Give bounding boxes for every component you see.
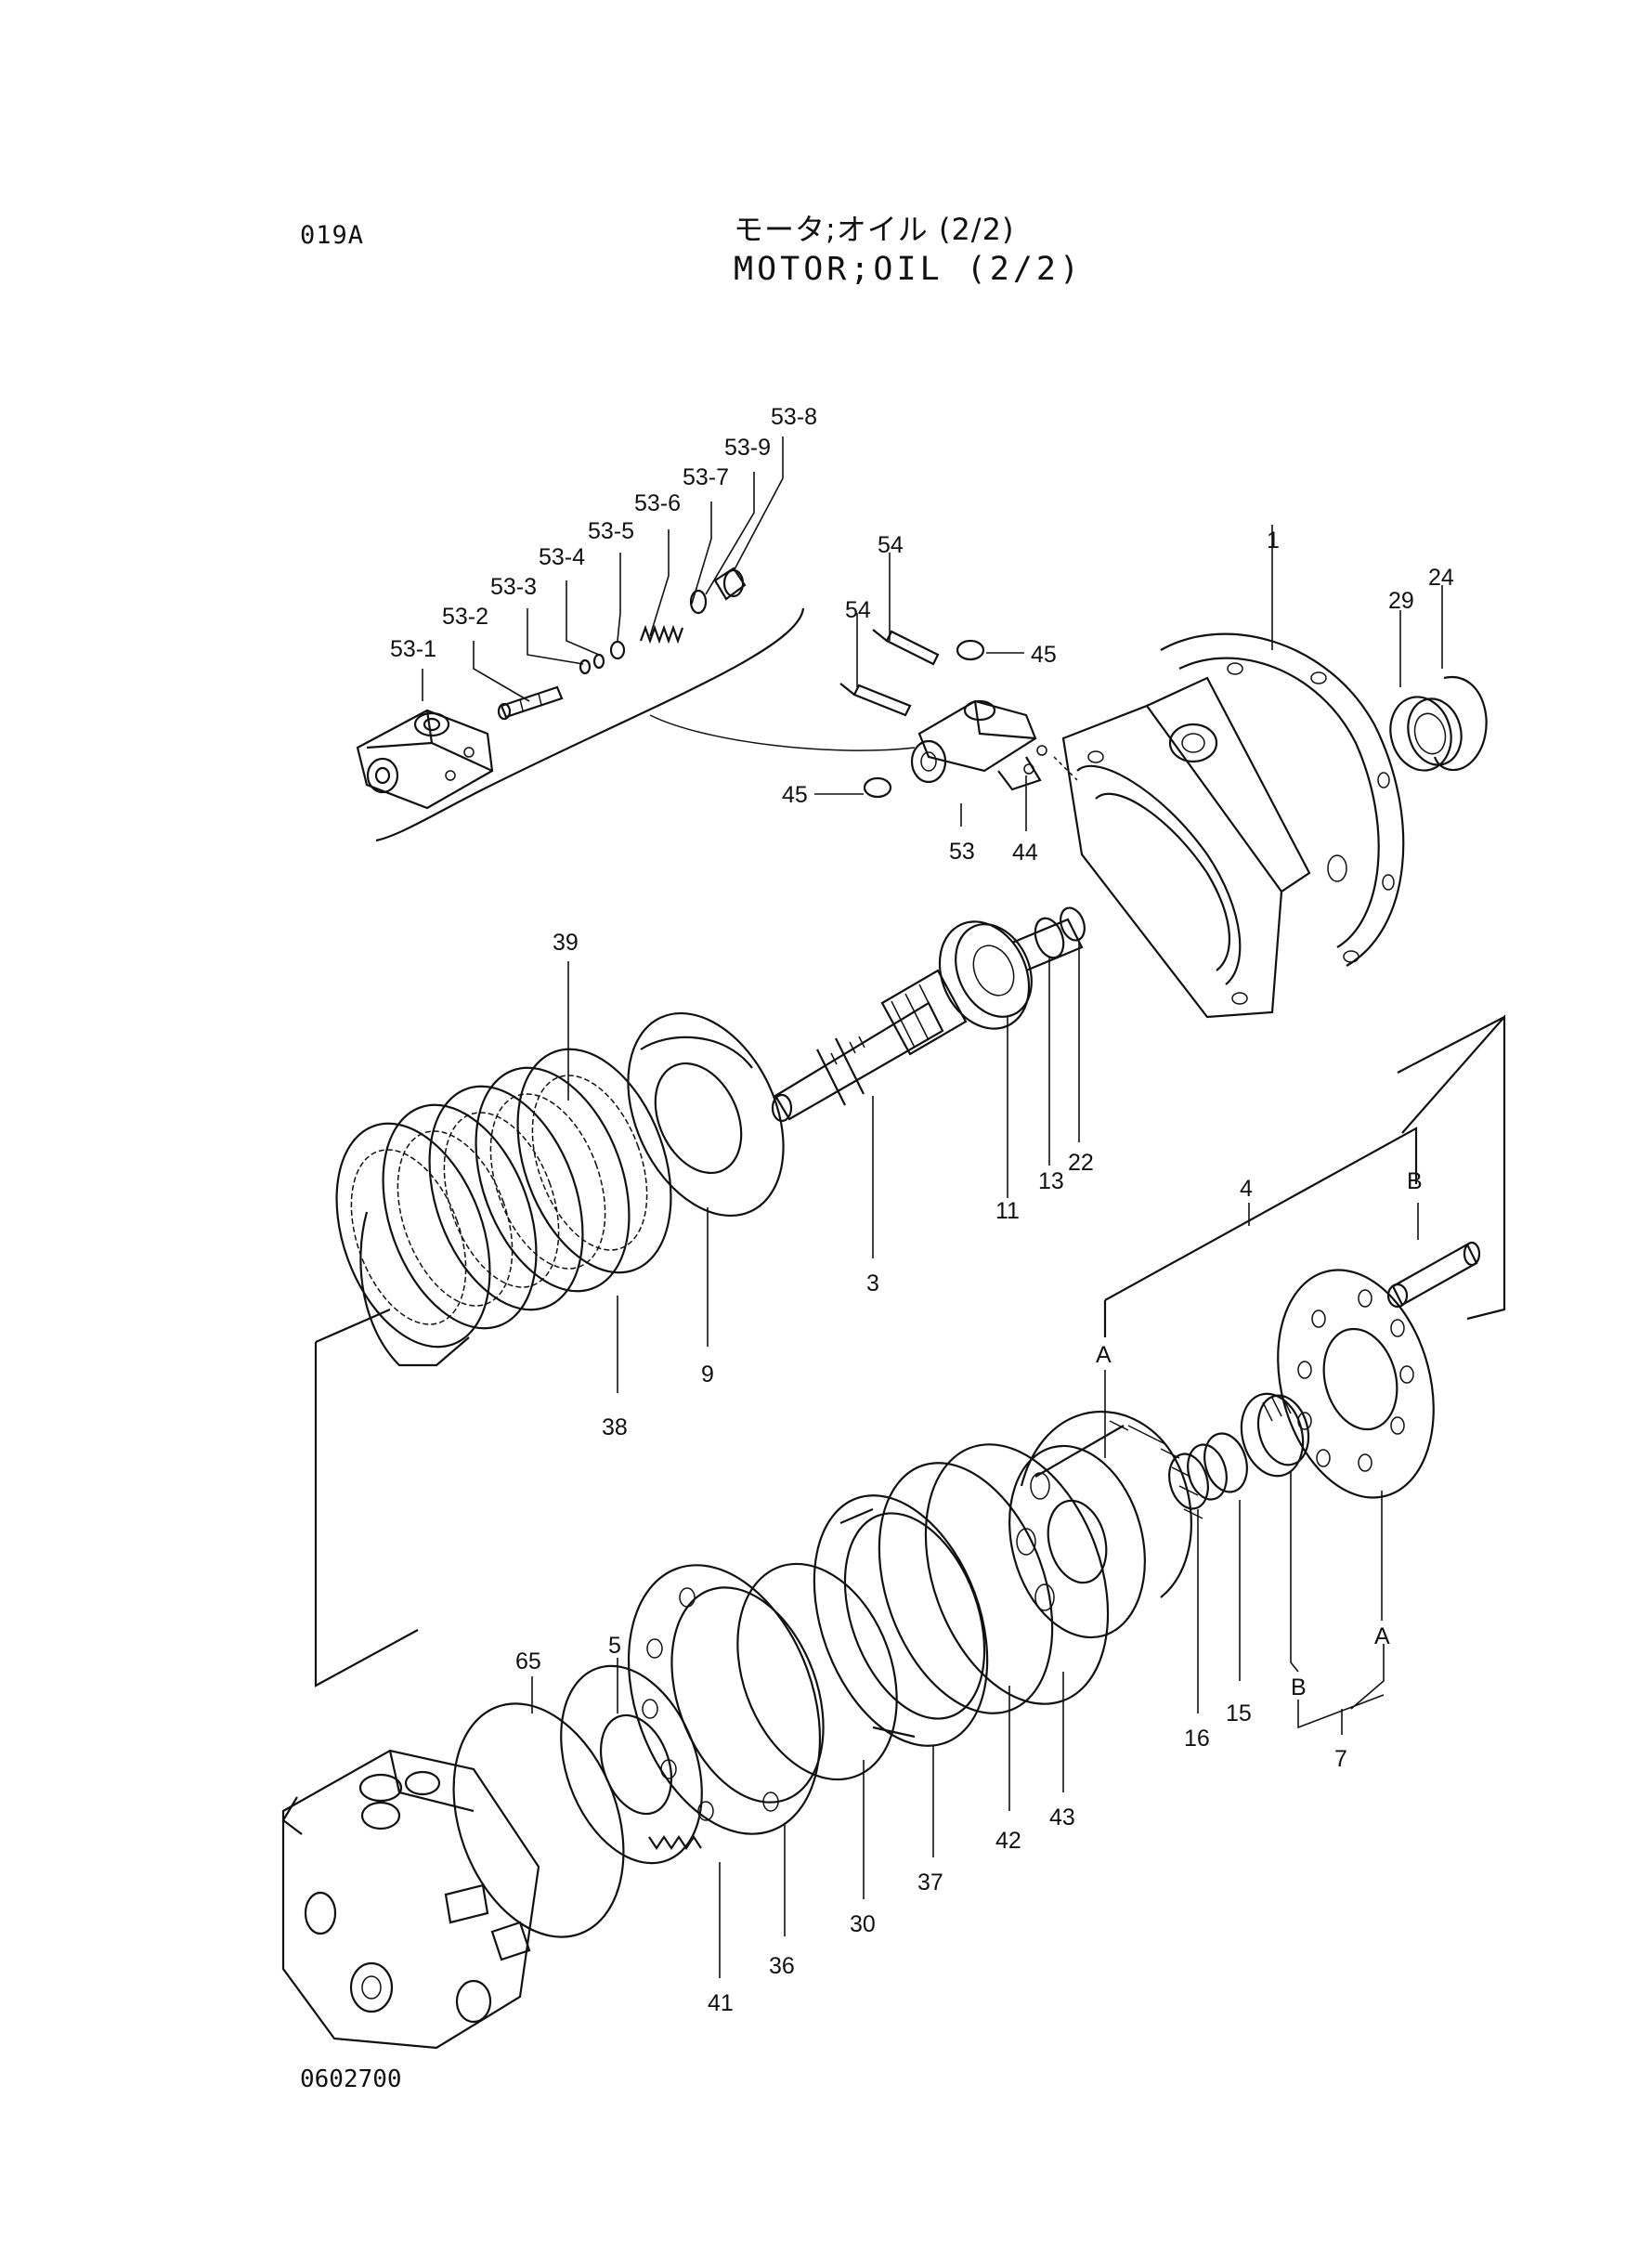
label-38: 38 xyxy=(602,1414,628,1440)
label-A-top: A xyxy=(1096,1342,1112,1368)
label-45-left: 45 xyxy=(782,782,808,808)
valve-plate xyxy=(1277,1269,1435,1710)
label-37: 37 xyxy=(917,1870,943,1896)
label-B-top: B xyxy=(1407,1168,1423,1194)
label-5: 5 xyxy=(608,1633,621,1659)
label-53-7: 53-7 xyxy=(683,464,729,490)
label-36: 36 xyxy=(769,1953,795,1979)
label-53: 53 xyxy=(949,839,975,865)
label-B-lower: B xyxy=(1291,1674,1307,1700)
label-13: 13 xyxy=(1038,1168,1064,1194)
tee-fitting-assembly xyxy=(814,553,1078,831)
page-code: 019A xyxy=(300,221,365,250)
inset-leaders xyxy=(422,436,784,702)
friction-plates-38-39 xyxy=(314,961,672,1687)
label-65: 65 xyxy=(515,1648,541,1674)
label-11: 11 xyxy=(995,1198,1020,1224)
label-1: 1 xyxy=(1267,528,1280,554)
label-53-9: 53-9 xyxy=(724,435,771,461)
group-4-bracket xyxy=(1103,1014,1506,1458)
bearing-29-snapring-24 xyxy=(1389,585,1488,772)
label-A-lower: A xyxy=(1374,1623,1390,1649)
label-24: 24 xyxy=(1428,565,1454,591)
document-number: 0602700 xyxy=(300,2065,402,2093)
rear-cover xyxy=(281,1749,540,2050)
label-53-1: 53-1 xyxy=(390,636,436,662)
label-30: 30 xyxy=(850,1911,876,1937)
label-42: 42 xyxy=(995,1828,1021,1854)
label-16: 16 xyxy=(1184,1726,1210,1752)
o-rings-42-43-30 xyxy=(736,1443,1110,1899)
label-53-6: 53-6 xyxy=(634,490,681,516)
label-39: 39 xyxy=(553,930,579,956)
cylinder-block xyxy=(1008,1410,1203,1639)
label-53-5: 53-5 xyxy=(588,518,634,544)
label-53-2: 53-2 xyxy=(442,604,488,630)
label-3: 3 xyxy=(866,1270,879,1296)
label-9: 9 xyxy=(701,1362,714,1388)
label-4: 4 xyxy=(1240,1176,1253,1202)
valve-detail-inset xyxy=(356,567,916,842)
label-53-4: 53-4 xyxy=(539,544,585,570)
label-41: 41 xyxy=(708,1990,734,2016)
brake-piston-37 xyxy=(813,1494,989,1857)
label-22: 22 xyxy=(1068,1150,1094,1176)
thrust-plate-9 xyxy=(627,1011,785,1347)
title-japanese: モータ;オイル (2/2) xyxy=(734,212,1015,247)
label-44: 44 xyxy=(1012,840,1038,866)
title-english: MOTOR;OIL (2/2) xyxy=(734,251,1084,288)
label-43: 43 xyxy=(1049,1804,1075,1831)
label-29: 29 xyxy=(1388,588,1414,614)
plate-5-oring-65 xyxy=(452,1658,703,1938)
label-54-top: 54 xyxy=(878,532,904,558)
valve-body-53-1 xyxy=(356,709,494,810)
motor-housing-1 xyxy=(1061,525,1405,1019)
label-7: 7 xyxy=(1334,1746,1347,1772)
part-number-labels: 53-8 53-9 53-7 53-6 53-5 53-4 53-3 53-2 … xyxy=(390,404,1454,2016)
label-53-8: 53-8 xyxy=(771,404,817,430)
label-15: 15 xyxy=(1226,1700,1252,1726)
label-45-right: 45 xyxy=(1031,642,1057,668)
bearing-15-rings-16 xyxy=(1168,1392,1385,1735)
shaft-assembly xyxy=(771,906,1086,1258)
label-54-lower: 54 xyxy=(845,597,871,623)
label-53-3: 53-3 xyxy=(490,574,537,600)
